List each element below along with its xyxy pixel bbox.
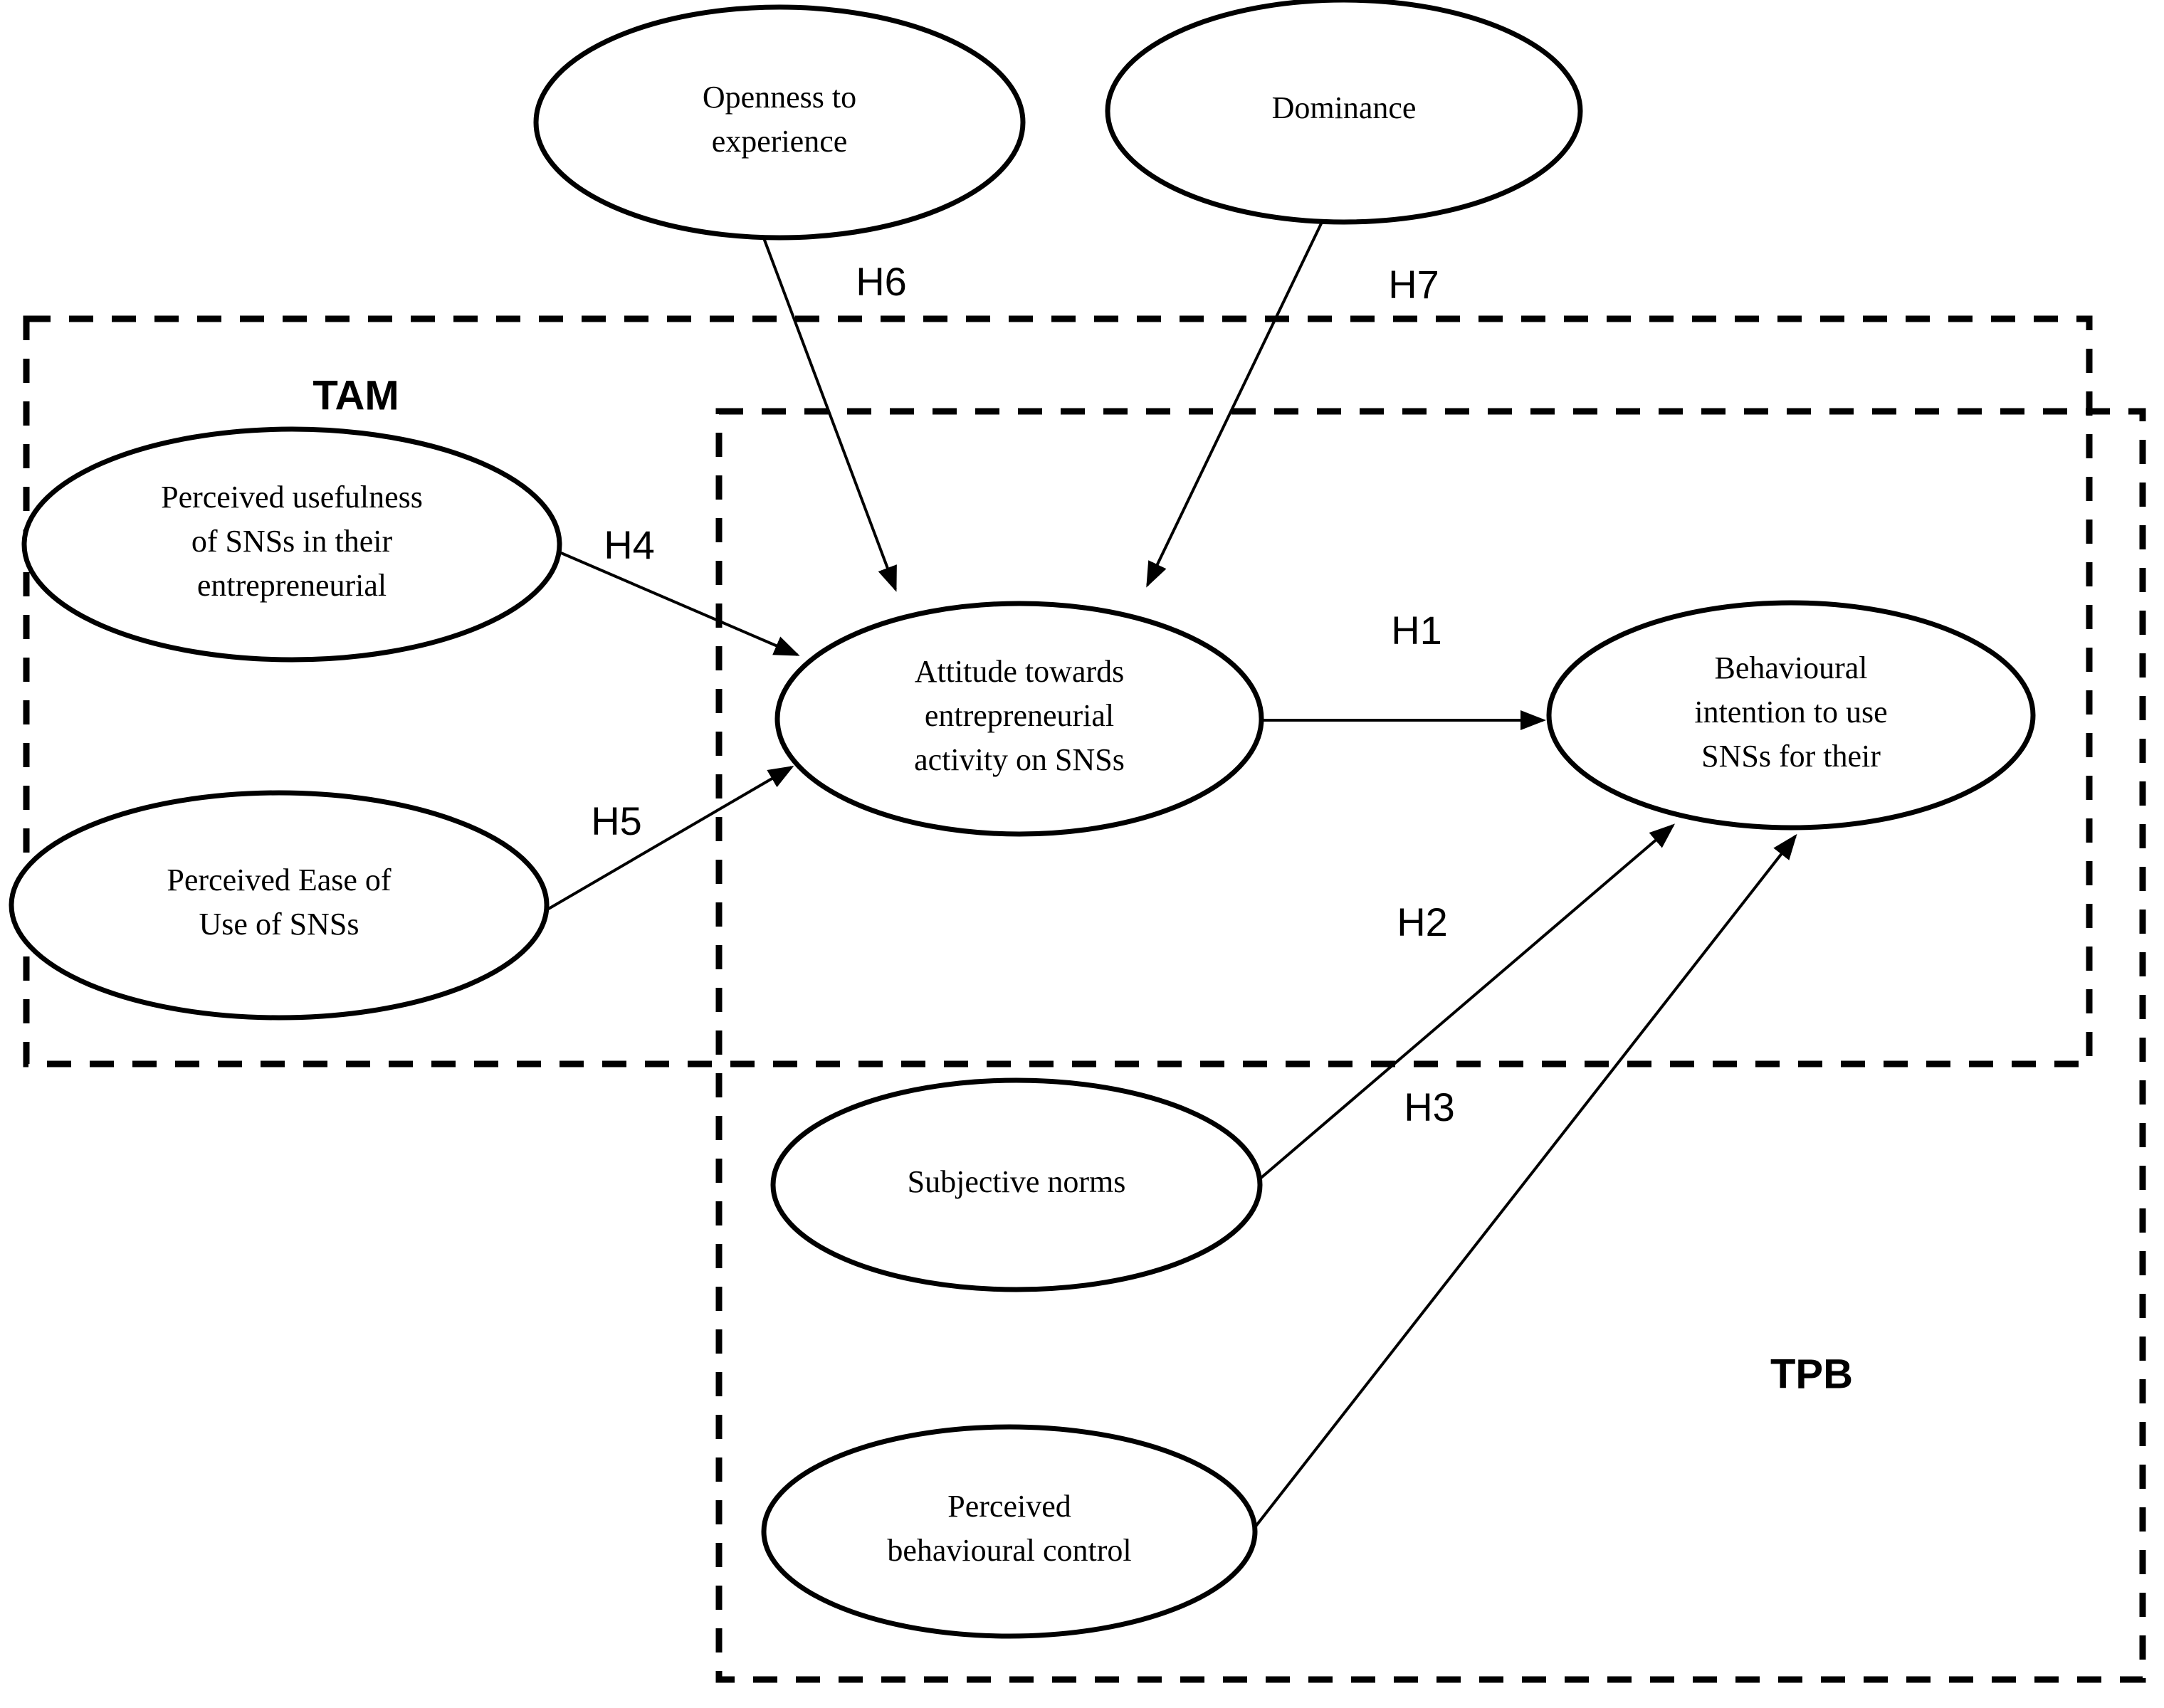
node-openness-to-experience[interactable] xyxy=(533,4,1026,241)
group-labels: TAM TPB xyxy=(312,372,1853,1397)
group-box-tam xyxy=(23,315,2093,1068)
node-perceived-usefulness[interactable] xyxy=(21,426,562,663)
node-subjective-norms[interactable] xyxy=(770,1077,1263,1292)
hypothesis-label-h3: H3 xyxy=(1404,1085,1455,1129)
edges xyxy=(541,220,1797,1539)
node-behavioural-intention[interactable] xyxy=(1546,600,2036,831)
edge-h5 xyxy=(541,765,794,914)
hypothesis-label-h4: H4 xyxy=(604,522,655,567)
node-perceived-ease-of-use[interactable] xyxy=(9,790,550,1021)
edge-h3 xyxy=(1246,833,1797,1539)
edge-h2 xyxy=(1247,823,1676,1190)
hypothesis-label-h7: H7 xyxy=(1388,262,1439,307)
hypothesis-labels: H1 H2 H3 H4 H5 H6 H7 xyxy=(591,259,1455,1129)
edge-h4 xyxy=(549,547,800,656)
node-label-subjective-norms: Subjective norms xyxy=(908,1164,1126,1199)
node-label-dominance: Dominance xyxy=(1272,90,1417,125)
node-attitude-towards-entrepreneurial-activity[interactable] xyxy=(774,601,1264,837)
group-boxes xyxy=(23,315,2146,1683)
group-label-tpb: TPB xyxy=(1770,1351,1853,1397)
hypothesis-label-h6: H6 xyxy=(856,259,907,304)
nodes xyxy=(9,0,2036,1639)
hypothesis-label-h2: H2 xyxy=(1397,900,1448,944)
hypothesis-label-h5: H5 xyxy=(591,798,642,843)
node-perceived-behavioural-control[interactable] xyxy=(761,1424,1258,1639)
group-box-tpb xyxy=(715,408,2146,1683)
node-dominance[interactable] xyxy=(1105,0,1583,225)
edge-h6 xyxy=(762,236,897,592)
edge-h7 xyxy=(1146,220,1324,588)
group-label-tam: TAM xyxy=(312,372,399,418)
hypothesis-label-h1: H1 xyxy=(1391,608,1442,653)
